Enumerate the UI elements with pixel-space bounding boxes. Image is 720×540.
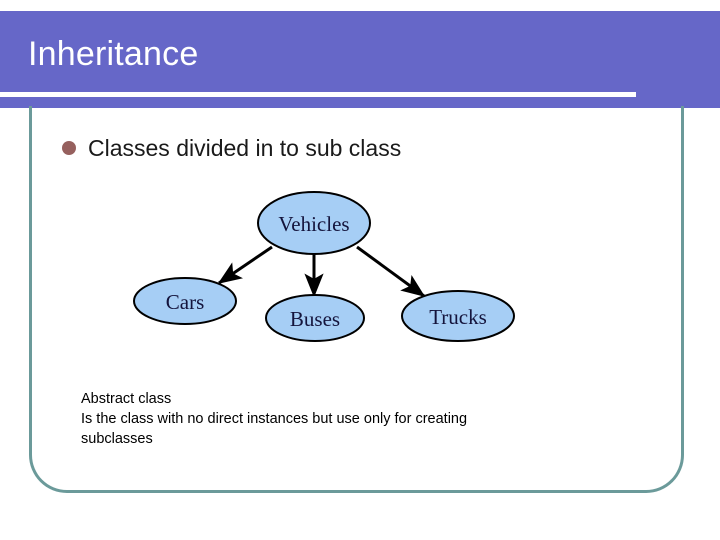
bullet-item-label: Classes divided in to sub class bbox=[88, 135, 402, 161]
bullet-list-item: Classes divided in to sub class bbox=[62, 133, 401, 163]
note-line-2: Is the class with no direct instances bu… bbox=[81, 411, 468, 427]
page-title: Inheritance bbox=[28, 35, 199, 73]
note-line-3: subclasses bbox=[81, 431, 153, 447]
bullet-dot-icon bbox=[62, 141, 76, 155]
note-line-1: Abstract class bbox=[81, 391, 172, 407]
abstract-class-note: Abstract class Is the class with no dire… bbox=[81, 389, 581, 449]
header-band-main bbox=[0, 11, 636, 99]
header-divider-rule bbox=[0, 92, 636, 97]
content-frame-border bbox=[29, 106, 684, 493]
